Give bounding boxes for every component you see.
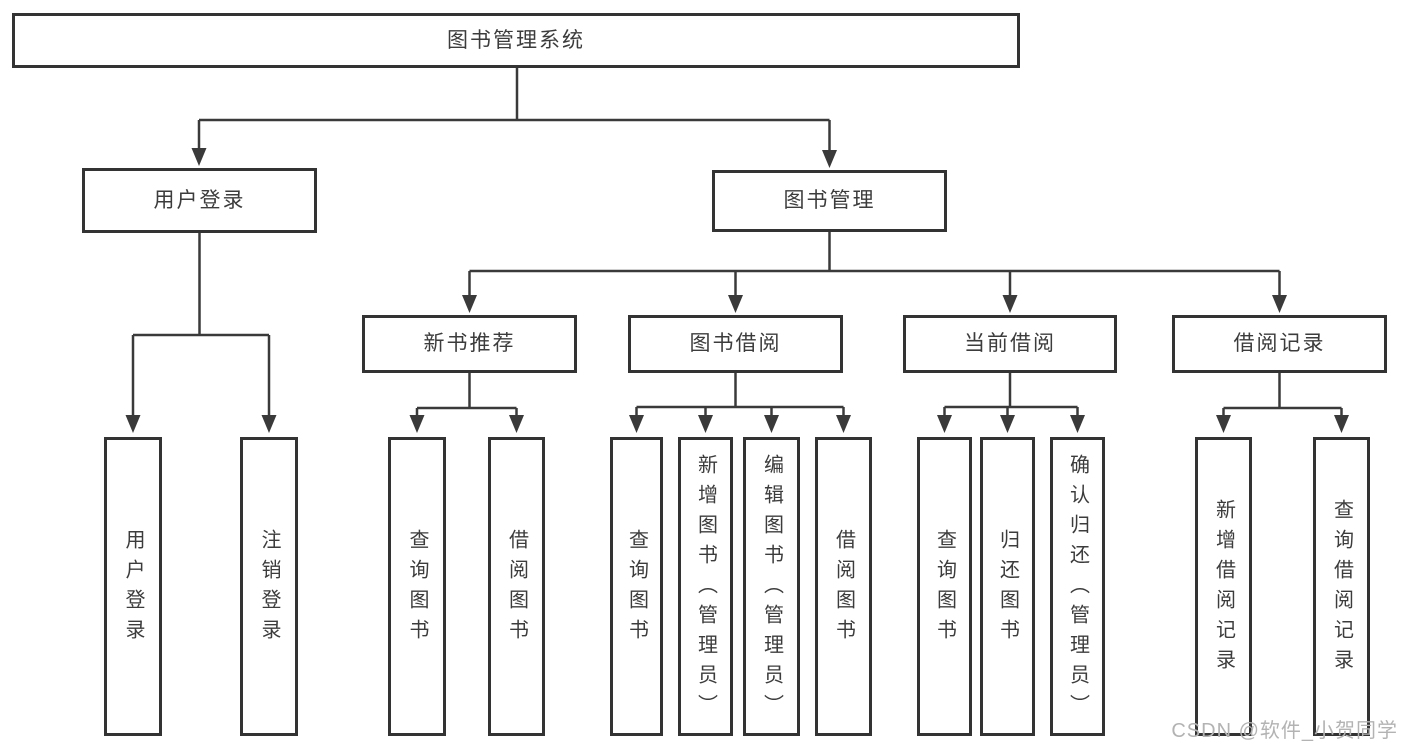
leaf-return-books: 归还图书: [980, 437, 1035, 736]
leaf-edit-books-admin: 编辑图书（管理员）: [743, 437, 800, 736]
node-current-borrowing: 当前借阅: [903, 315, 1117, 373]
node-library-management-system: 图书管理系统: [12, 13, 1020, 68]
leaf-borrow-books-recommend: 借阅图书: [488, 437, 545, 736]
leaf-user-login: 用户登录: [104, 437, 162, 736]
leaf-add-books-admin: 新增图书（管理员）: [678, 437, 733, 736]
leaf-query-borrow-record: 查询借阅记录: [1313, 437, 1370, 736]
node-book-management: 图书管理: [712, 170, 947, 232]
leaf-add-borrow-record: 新增借阅记录: [1195, 437, 1252, 736]
watermark: CSDN @软件_小贺同学: [1171, 720, 1398, 742]
node-new-book-recommendation: 新书推荐: [362, 315, 577, 373]
leaf-query-books-current: 查询图书: [917, 437, 972, 736]
node-borrowing-records: 借阅记录: [1172, 315, 1387, 373]
node-user-login: 用户登录: [82, 168, 317, 233]
leaf-confirm-return-admin: 确认归还（管理员）: [1050, 437, 1105, 736]
node-book-borrowing: 图书借阅: [628, 315, 843, 373]
leaf-query-books-recommend: 查询图书: [388, 437, 446, 736]
leaf-logout: 注销登录: [240, 437, 298, 736]
leaf-borrow-books-borrowing: 借阅图书: [815, 437, 872, 736]
leaf-query-books-borrowing: 查询图书: [610, 437, 663, 736]
